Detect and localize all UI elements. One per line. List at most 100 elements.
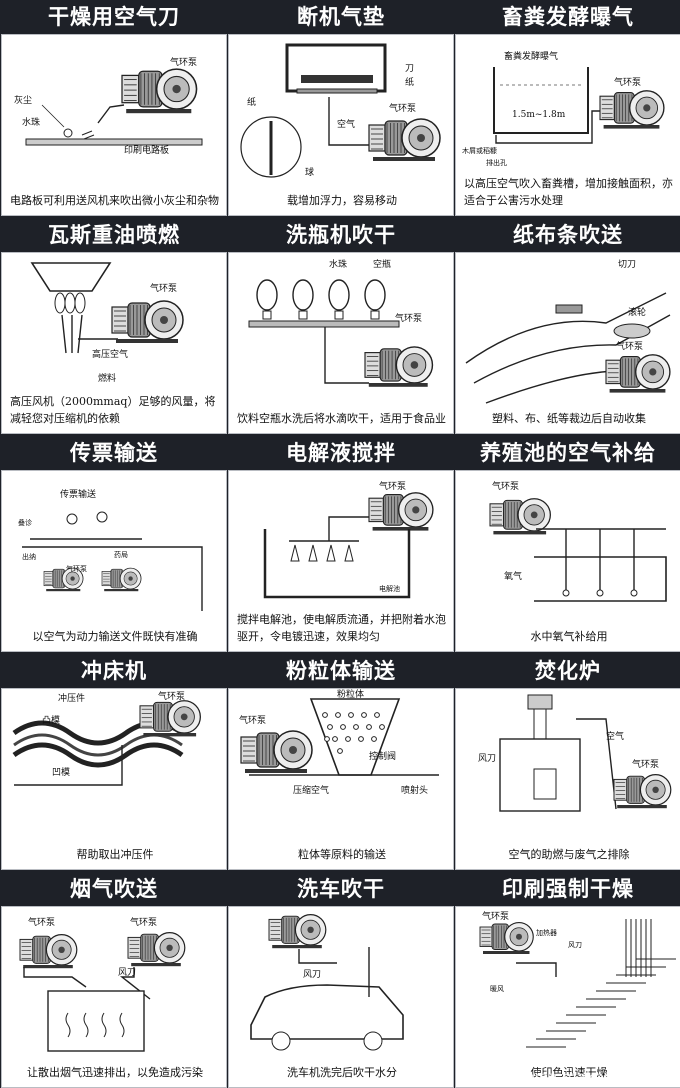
diagram-label: 冲压件 bbox=[58, 692, 85, 704]
application-cell: 断机气垫刀纸纸气环泵空气球载增加浮力，容易移动 bbox=[228, 0, 454, 216]
cell-title: 养殖池的空气补给 bbox=[480, 441, 656, 465]
ring-blower-icon bbox=[127, 932, 186, 967]
ring-blower-icon bbox=[101, 567, 142, 592]
ring-blower-icon bbox=[111, 300, 184, 343]
cell-caption: 搅拌电解池，使电解质流通，并把附着水泡驱开，令电镀迅速，效果均匀 bbox=[237, 613, 446, 643]
diagram-label: 气环泵 bbox=[150, 282, 177, 294]
diagram-panel: 冲压件凸模凹模气环泵帮助取出冲压件 bbox=[1, 688, 227, 870]
cell-title: 粉粒体输送 bbox=[286, 659, 396, 683]
application-cell: 冲床机冲压件凸模凹模气环泵帮助取出冲压件 bbox=[1, 654, 227, 870]
ring-blower-icon bbox=[364, 346, 434, 387]
cell-title: 传票输送 bbox=[70, 441, 158, 465]
diagram-label: 气环泵 bbox=[492, 480, 519, 492]
diagram-label: 暖风 bbox=[490, 985, 504, 993]
cell-title: 洗车吹干 bbox=[297, 877, 385, 901]
cell-title: 焚化炉 bbox=[535, 659, 601, 683]
diagram-label: 药局 bbox=[114, 550, 128, 559]
diagram-label: 气环泵 bbox=[66, 564, 87, 573]
cell-caption: 饮料空瓶水洗后将水滴吹干，适用于食品业 bbox=[237, 412, 446, 425]
diagram-panel: 切刀滚轮气环泵塑料、布、纸等裁边后自动收集 bbox=[455, 252, 680, 434]
ring-blower-icon bbox=[489, 498, 551, 535]
cell-title: 洗瓶机吹干 bbox=[286, 223, 396, 247]
application-cell: 印刷强制干燥气环泵加热器风刀暖风使印色迅速干燥 bbox=[455, 872, 680, 1088]
diagram-label: 气环泵 bbox=[379, 480, 406, 492]
diagram-label: 1.5m~1.8m bbox=[512, 110, 566, 120]
diagram-label: 排出孔 bbox=[486, 158, 507, 167]
diagram-label: 风刀 bbox=[568, 941, 582, 949]
diagram-panel: 气环泵灰尘水珠印刷电路板电路板可利用送风机来吹出微小灰尘和杂物 bbox=[1, 34, 227, 216]
cell-title: 烟气吹送 bbox=[70, 877, 158, 901]
application-cell: 干燥用空气刀气环泵灰尘水珠印刷电路板电路板可利用送风机来吹出微小灰尘和杂物 bbox=[1, 0, 227, 216]
diagram-label: 气环泵 bbox=[389, 102, 416, 114]
diagram-label: 粉粒体 bbox=[337, 689, 364, 700]
diagram-panel: 气环泵加热器风刀暖风使印色迅速干燥 bbox=[455, 906, 680, 1088]
diagram-label: 气环泵 bbox=[130, 916, 157, 928]
diagram-label: 滚轮 bbox=[628, 306, 646, 318]
diagram-label: 空瓶 bbox=[373, 258, 391, 270]
diagram-label: 气环泵 bbox=[28, 916, 55, 928]
diagram-label: 传票输送 bbox=[60, 488, 96, 500]
diagram-label: 气环泵 bbox=[239, 714, 266, 726]
diagram-panel: 气环泵 气环泵风刀让散出烟气迅速排出，以免造成污染 bbox=[1, 906, 227, 1088]
cell-title: 干燥用空气刀 bbox=[48, 5, 180, 29]
diagram-label: 加热器 bbox=[536, 928, 557, 937]
cell-caption: 以空气为动力输送文件既快有准确 bbox=[32, 630, 198, 643]
diagram-label: 气环泵 bbox=[614, 76, 641, 88]
diagram-label: 风刀 bbox=[118, 967, 136, 978]
ring-blower-icon bbox=[121, 68, 198, 114]
application-cell: 养殖池的空气补给气环泵氧气水中氧气补给用 bbox=[455, 436, 680, 652]
diagram-label: 印刷电路板 bbox=[124, 144, 169, 156]
diagram-label: 叠诊 bbox=[18, 518, 32, 527]
application-cell: 传票输送传票输送叠诊出纳药局气环泵以空气为动力输送文件既快有准确 bbox=[1, 436, 227, 652]
application-diagram: 水珠空瓶气环泵 bbox=[248, 258, 434, 387]
diagram-panel: 风刀空气气环泵空气的助燃与废气之排除 bbox=[455, 688, 680, 870]
cell-caption: 让散出烟气迅速排出，以免造成污染 bbox=[27, 1066, 203, 1079]
diagram-panel: 气环泵高压空气燃料高压风机（2000mmaq）足够的风量，将减轻您对压缩机的依赖 bbox=[1, 252, 227, 434]
diagram-label: 压缩空气 bbox=[293, 784, 329, 796]
diagram-label: 刀 bbox=[405, 64, 414, 74]
ring-blower-icon bbox=[479, 921, 534, 954]
application-cell: 烟气吹送气环泵 气环泵风刀让散出烟气迅速排出，以免造成污染 bbox=[1, 872, 227, 1088]
application-diagram: 风刀 bbox=[250, 914, 404, 1051]
diagram-label: 气环泵 bbox=[482, 910, 509, 922]
diagram-label: 氧气 bbox=[504, 570, 522, 582]
diagram-label: 纸 bbox=[247, 96, 256, 108]
diagram-label: 喷射头 bbox=[401, 784, 428, 796]
watermark: china.makepolo.com bbox=[516, 1068, 672, 1086]
ring-blower-icon bbox=[368, 118, 441, 161]
diagram-label: 控制阀 bbox=[369, 750, 396, 762]
cell-caption: 电路板可利用送风机来吹出微小灰尘和杂物 bbox=[10, 194, 219, 207]
cell-caption: 载增加浮力，容易移动 bbox=[287, 194, 397, 207]
ring-blower-icon bbox=[613, 774, 672, 809]
application-cell: 焚化炉风刀空气气环泵空气的助燃与废气之排除 bbox=[455, 654, 680, 870]
cell-title: 瓦斯重油喷燃 bbox=[48, 223, 180, 247]
ring-blower-icon bbox=[139, 700, 201, 737]
diagram-label: 气环泵 bbox=[632, 758, 659, 770]
ring-blower-icon bbox=[19, 934, 78, 969]
diagram-panel: 传票输送叠诊出纳 药局气环泵以空气为动力输送文件既快有准确 bbox=[1, 470, 227, 652]
diagram-label: 畜粪发酵曝气 bbox=[504, 50, 558, 62]
diagram-label: 气环泵 bbox=[170, 56, 197, 68]
diagram-label: 水珠 bbox=[329, 258, 347, 270]
cell-title: 畜粪发酵曝气 bbox=[502, 5, 634, 29]
diagram-panel: 刀纸纸气环泵空气球载增加浮力，容易移动 bbox=[228, 34, 454, 216]
diagram-label: 电解池 bbox=[379, 584, 400, 593]
cell-title: 电解液搅拌 bbox=[286, 441, 396, 465]
diagram-label: 凸模 bbox=[42, 715, 60, 726]
diagram-panel: 粉粒体气环泵控制阀压缩空气喷射头粒体等原料的输送 bbox=[228, 688, 454, 870]
diagram-label: 切刀 bbox=[618, 259, 636, 270]
cell-caption: 洗车机洗完后吹干水分 bbox=[287, 1066, 397, 1079]
diagram-label: 球 bbox=[305, 166, 314, 178]
application-cell: 粉粒体输送粉粒体气环泵控制阀压缩空气喷射头粒体等原料的输送 bbox=[228, 654, 454, 870]
diagram-label: 空气 bbox=[337, 118, 355, 130]
diagram-label: 纸 bbox=[405, 76, 414, 88]
ring-blower-icon bbox=[240, 730, 313, 773]
diagram-label: 灰尘 bbox=[14, 94, 32, 106]
diagram-label: 出纳 bbox=[22, 552, 36, 561]
